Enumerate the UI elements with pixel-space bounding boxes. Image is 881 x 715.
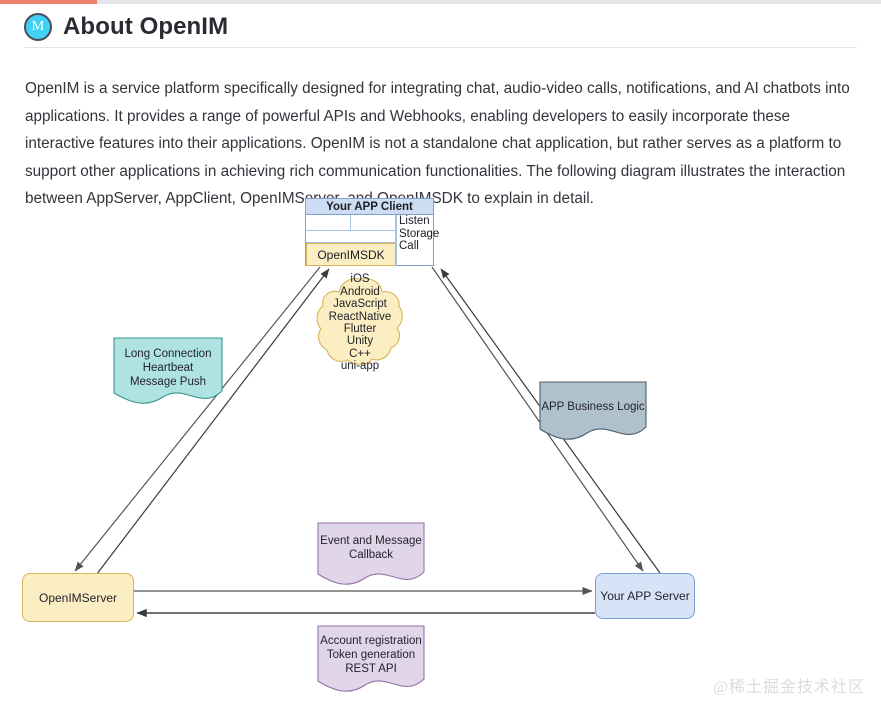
note-shape-icon [539,381,647,440]
note-account-registration-line-2: Token generation [326,649,416,661]
node-your-app-client: Your APP Client Listen Storage Call Open… [305,198,439,266]
node-your-app-server: Your APP Server [595,573,695,619]
note-account-registration-line-1: Account registration [320,635,422,647]
note-event-callback-line-1: Event and Message [320,535,422,547]
node-openimsdk: OpenIMSDK [306,243,396,266]
avatar: M [24,13,52,41]
service-storage: Storage [399,227,440,240]
page-header: M About OpenIM [24,8,857,46]
architecture-diagram: Your APP Client Listen Storage Call Open… [0,185,881,715]
platform-reactnative: ReactNative [328,310,392,323]
note-long-connection-line-2: Heartbeat [142,362,194,374]
diagram-edges [74,266,661,618]
platform-cloud-labels: iOS Android JavaScript ReactNative Flutt… [315,273,405,373]
service-listen: Listen [399,215,430,227]
note-app-business-logic-line-1: APP Business Logic [541,401,645,413]
platform-ios: iOS [350,273,370,286]
note-event-message-callback: Event and Message Callback [317,522,425,588]
note-account-registration-line-3: REST API [345,663,397,675]
platform-javascript: JavaScript [333,298,387,311]
note-long-connection-line-1: Long Connection [124,348,212,360]
app-client-cell-a [306,215,351,231]
node-openim-server: OpenIMServer [22,573,134,622]
intro-paragraph: OpenIM is a service platform specificall… [25,80,850,208]
watermark: @稀土掘金技术社区 [713,679,865,696]
platform-android: Android [340,285,380,298]
platform-flutter: Flutter [343,323,377,335]
progress-bar-track [0,0,881,4]
platform-uniapp: uni-app [340,360,380,373]
note-event-callback-line-2: Callback [348,549,394,561]
note-long-connection: Long Connection Heartbeat Message Push [113,337,223,407]
platform-cpp: C++ [349,347,371,360]
app-client-cell-b [351,215,396,231]
cloud-shape-icon [316,278,403,365]
note-long-connection-line-3: Message Push [129,376,207,388]
progress-bar-fill [0,0,97,4]
note-account-registration: Account registration Token generation RE… [317,625,425,695]
header-divider [24,47,857,48]
note-shape-icon [113,337,223,404]
note-shape-icon [317,625,425,692]
page-title: About OpenIM [63,13,229,40]
note-app-business-logic: APP Business Logic [539,381,647,443]
app-client-title: Your APP Client [306,199,433,215]
app-client-services: Listen Storage Call [396,215,439,266]
node-platform-cloud: iOS Android JavaScript ReactNative Flutt… [315,273,405,373]
service-call: Call [399,240,419,253]
app-client-cell-c [306,231,396,243]
platform-unity: Unity [346,335,374,348]
note-shape-icon [317,522,425,585]
